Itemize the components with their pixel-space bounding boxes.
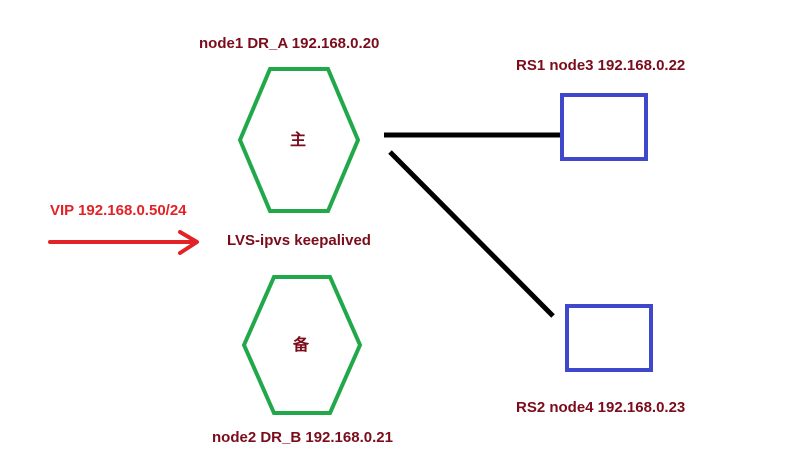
backup-node-label: node2 DR_B 192.168.0.21 <box>212 429 393 446</box>
master-role-label: 主 <box>290 130 307 149</box>
link-master-to-rs2 <box>388 150 555 318</box>
rs2-label: RS2 node4 192.168.0.23 <box>516 399 686 416</box>
vip-arrow <box>48 230 199 255</box>
master-director-hexagon <box>237 67 361 213</box>
rs1-server-box <box>560 93 648 161</box>
rs2-server-box <box>565 304 653 372</box>
backup-director-hexagon <box>241 275 363 415</box>
vip-label: VIP 192.168.0.50/24 <box>50 202 187 219</box>
backup-role-label: 备 <box>293 335 310 354</box>
rs1-label: RS1 node3 192.168.0.22 <box>516 57 686 74</box>
master-node-label: node1 DR_A 192.168.0.20 <box>199 35 380 52</box>
cluster-label: LVS-ipvs keepalived <box>227 232 371 249</box>
